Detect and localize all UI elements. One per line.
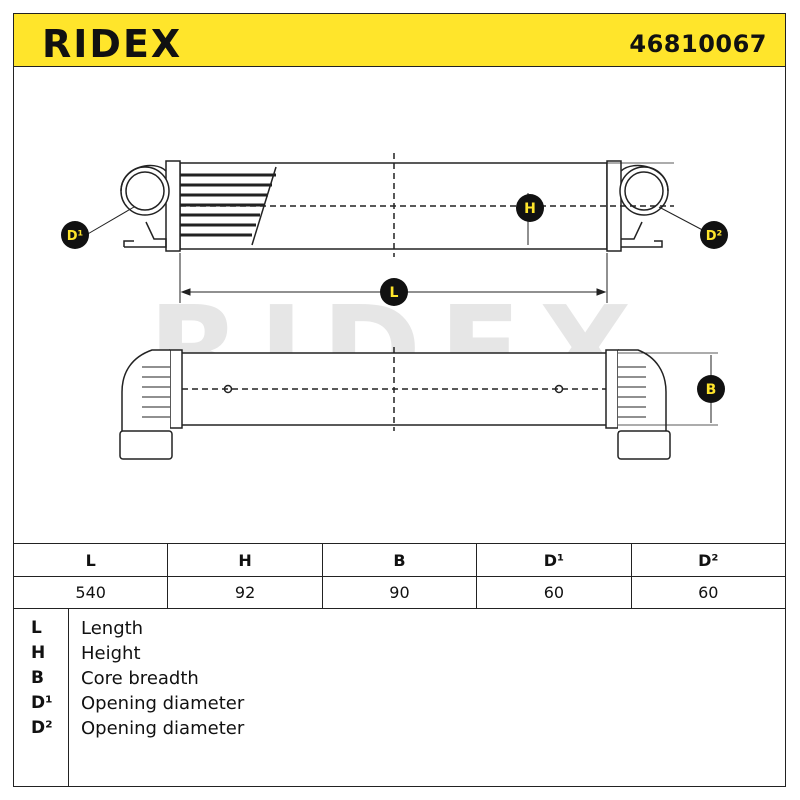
- intercooler-top-view: [120, 153, 674, 257]
- badge-h: H: [516, 194, 544, 222]
- value-cell: 60: [476, 576, 632, 609]
- header-cell: L: [12, 543, 169, 577]
- badge-b: B: [697, 375, 725, 403]
- badge-d2-label: D²: [706, 229, 723, 244]
- legend-symbol: D²: [31, 718, 53, 738]
- legend-divider: [68, 608, 69, 787]
- value-cell: 90: [321, 576, 478, 609]
- value-cell: 60: [630, 576, 787, 609]
- legend-symbol: L: [31, 618, 42, 638]
- header-cell: D¹: [476, 543, 632, 577]
- legend-text: Core breadth: [81, 668, 199, 689]
- badge-b-label: B: [706, 382, 717, 398]
- badge-d1: D¹: [61, 221, 89, 249]
- header-cell: H: [167, 543, 323, 577]
- legend-item: L Length: [13, 618, 786, 643]
- value-cell: 92: [167, 576, 323, 609]
- legend-item: H Height: [13, 643, 786, 668]
- legend-text: Opening diameter: [81, 693, 245, 714]
- legend-symbol: D¹: [31, 693, 53, 713]
- badge-l-label: L: [390, 285, 399, 301]
- badge-d1-label: D¹: [67, 229, 84, 244]
- badge-d2: D²: [700, 221, 728, 249]
- intercooler-side-view: [119, 347, 718, 460]
- brand-logo: RIDEX: [42, 22, 183, 66]
- legend-item: B Core breadth: [13, 668, 786, 693]
- badge-l: L: [380, 278, 408, 306]
- legend-text: Opening diameter: [81, 718, 245, 739]
- technical-drawing: RIDEX: [61, 153, 728, 460]
- legend-symbol: H: [31, 643, 46, 663]
- legend-text: Length: [81, 618, 144, 639]
- value-cell: 540: [12, 576, 169, 609]
- header-bar: RIDEX 46810067: [13, 13, 786, 67]
- legend-item: D¹ Opening diameter: [13, 693, 786, 718]
- dimensions-value-row: 540 92 90 60 60: [12, 576, 787, 609]
- badge-h-label: H: [524, 201, 536, 217]
- legend: L Length H Height B Core breadth D¹ Open…: [13, 608, 786, 787]
- dimensions-table: L H B D¹ D² 540 92 90 60 60: [12, 543, 787, 609]
- dimensions-header-row: L H B D¹ D²: [12, 543, 787, 577]
- header-cell: D²: [630, 543, 787, 577]
- part-number: 46810067: [629, 30, 767, 58]
- header-cell: B: [321, 543, 478, 577]
- legend-symbol: B: [31, 668, 44, 688]
- legend-text: Height: [81, 643, 141, 664]
- legend-item: D² Opening diameter: [13, 718, 786, 743]
